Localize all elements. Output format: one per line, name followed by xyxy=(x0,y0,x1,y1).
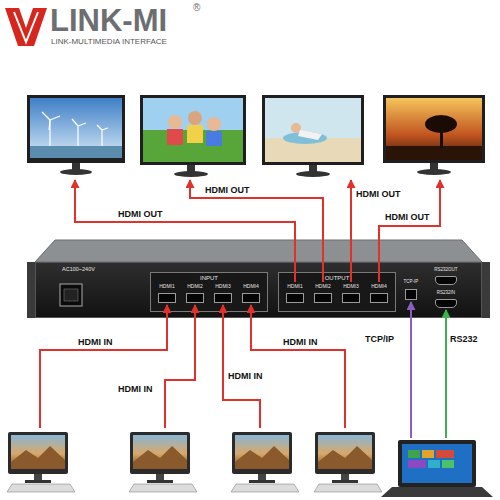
signal-label: RS232 xyxy=(450,335,478,344)
hdmi-port: HDMI4 xyxy=(367,284,391,310)
logo-mark xyxy=(5,8,47,46)
signal-label: HDMI IN xyxy=(228,372,263,381)
brand-tagline: LINK-MULTIMEDIA INTERFACE xyxy=(51,38,167,46)
hdmi-port: HDMI4 xyxy=(239,284,263,310)
connector-socket xyxy=(314,293,332,303)
hdmi-port: HDMI2 xyxy=(183,284,207,310)
hdmi-in-wire xyxy=(40,305,167,428)
display-monitor xyxy=(27,95,125,175)
laptop xyxy=(381,440,493,497)
hdmi-port: HDMI1 xyxy=(283,284,307,310)
connector-socket xyxy=(435,299,457,308)
hdmi-port: HDMI3 xyxy=(339,284,363,310)
hdmi-port: HDMI2 xyxy=(311,284,335,310)
serial-port: RS232IN xyxy=(424,291,468,312)
port-caption: HDMI4 xyxy=(239,284,263,289)
matrix-switcher: AC100~240VINPUTHDMI1HDMI2HDMI3HDMI4OUTPU… xyxy=(35,262,482,318)
connector-socket xyxy=(286,293,304,303)
port-caption: AC100~240V xyxy=(62,267,95,273)
port-caption: HDMI3 xyxy=(339,284,363,289)
connector-socket xyxy=(370,293,388,303)
port-caption: INPUT xyxy=(151,275,267,281)
connector-socket xyxy=(158,293,176,303)
hdmi-in-wire xyxy=(223,305,260,428)
computer xyxy=(231,432,299,492)
hdmi-in-wire xyxy=(165,305,195,428)
connector-socket xyxy=(405,289,417,300)
input-group: INPUT HDMI1 HDMI2 HDMI3 HDMI4 xyxy=(150,272,268,312)
display-monitor xyxy=(140,95,246,177)
port-caption: RS232IN xyxy=(424,291,468,296)
port-caption: HDMI3 xyxy=(211,284,235,289)
signal-label: HDMI OUT xyxy=(356,190,401,199)
port-caption: HDMI1 xyxy=(155,284,179,289)
port-caption: OUTPUT xyxy=(279,275,395,281)
connector-socket xyxy=(214,293,232,303)
port-caption: TCP-IP xyxy=(399,280,423,285)
signal-label: HDMI IN xyxy=(283,338,318,347)
registered-mark: ® xyxy=(193,3,200,13)
connector-socket xyxy=(242,293,260,303)
port-caption: HDMI4 xyxy=(367,284,391,289)
output-group: OUTPUT HDMI1 HDMI2 HDMI3 HDMI4 xyxy=(278,272,396,312)
connector-socket xyxy=(186,293,204,303)
signal-label: HDMI OUT xyxy=(385,213,430,222)
connector-socket xyxy=(435,276,457,285)
signal-label: TCP/IP xyxy=(365,335,394,344)
device-top xyxy=(35,240,482,262)
display-monitor xyxy=(383,95,485,175)
computer xyxy=(7,432,75,492)
signal-label: HDMI IN xyxy=(78,338,113,347)
brand-name: LINK-MI xyxy=(50,5,167,36)
rs232-wire xyxy=(445,310,447,438)
serial-port: RS232OUT xyxy=(424,268,468,289)
hdmi-in-wire xyxy=(251,305,345,428)
network-port: TCP-IP xyxy=(399,280,423,306)
hdmi-port: HDMI3 xyxy=(211,284,235,310)
rack-ear xyxy=(481,262,490,318)
signal-label: HDMI OUT xyxy=(205,186,250,195)
display-monitor xyxy=(262,95,364,177)
port-caption: RS232OUT xyxy=(424,268,468,273)
port-caption: HDMI2 xyxy=(311,284,335,289)
connector-socket xyxy=(342,293,360,303)
computer xyxy=(314,432,382,492)
port-caption: HDMI2 xyxy=(183,284,207,289)
signal-label: HDMI OUT xyxy=(118,210,163,219)
signal-label: HDMI IN xyxy=(118,385,153,394)
logo-mark xyxy=(14,12,38,42)
hdmi-port: HDMI1 xyxy=(155,284,179,310)
tcp-ip-wire xyxy=(410,302,412,438)
port-caption: HDMI1 xyxy=(283,284,307,289)
computer xyxy=(129,432,197,492)
